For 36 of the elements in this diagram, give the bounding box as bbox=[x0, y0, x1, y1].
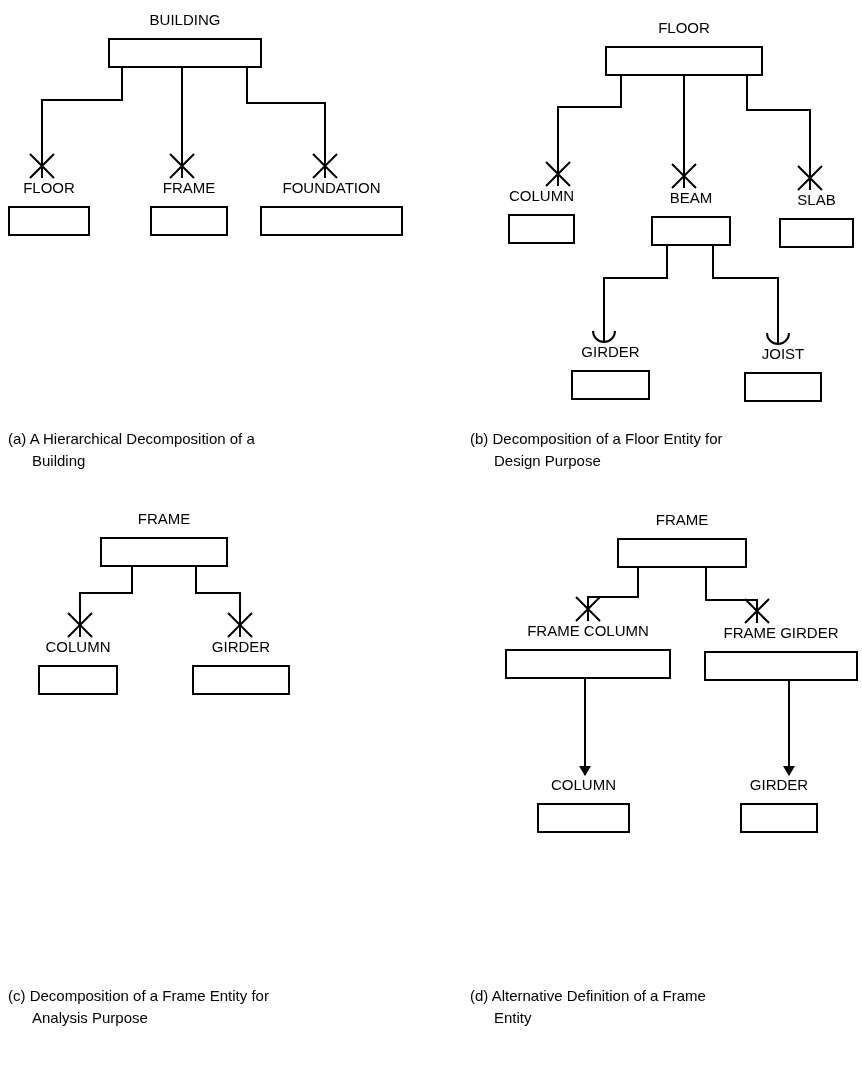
figure-caption: (d) Alternative Definition of a Frame Entity bbox=[470, 986, 707, 1028]
connector-line bbox=[67, 566, 133, 638]
entity-name: FOUNDATION bbox=[282, 178, 381, 198]
connector-line bbox=[169, 67, 195, 179]
entity-name: GIRDER bbox=[749, 775, 809, 795]
arrow bbox=[783, 680, 795, 776]
connector-line bbox=[246, 67, 338, 179]
connector-line bbox=[705, 567, 770, 624]
entity-name: FRAME GIRDER bbox=[723, 623, 839, 643]
entity-name: BUILDING bbox=[149, 10, 221, 30]
entity-name: COLUMN bbox=[45, 637, 111, 657]
connector-line bbox=[712, 245, 790, 345]
figure-caption: (b) Decomposition of a Floor Entity for Design Purpose bbox=[470, 429, 724, 471]
arrow bbox=[579, 678, 591, 776]
entity-name: GIRDER bbox=[581, 342, 640, 362]
entity-name: FLOOR bbox=[23, 178, 75, 198]
entity-name: GIRDER bbox=[211, 637, 271, 657]
entity-name: FRAME bbox=[162, 178, 216, 198]
connector-line bbox=[575, 567, 639, 622]
connector-line bbox=[29, 67, 123, 179]
connector-line bbox=[592, 245, 668, 343]
figure-caption: (c) Decomposition of a Frame Entity for Analysis Purpose bbox=[8, 986, 270, 1028]
connector-line bbox=[746, 75, 823, 191]
entity-name: FRAME bbox=[655, 510, 709, 530]
entity-name: FLOOR bbox=[658, 18, 710, 38]
connector-line bbox=[545, 75, 622, 187]
entity-name: FRAME bbox=[137, 509, 191, 529]
entity-name: SLAB bbox=[797, 190, 836, 210]
connector-line bbox=[195, 566, 253, 638]
entity-name: JOIST bbox=[761, 344, 805, 364]
entity-name: COLUMN bbox=[551, 775, 616, 795]
entity-name: FRAME COLUMN bbox=[527, 621, 649, 641]
figure-caption: (a) A Hierarchical Decomposition of a Building bbox=[8, 429, 256, 471]
entity-name: BEAM bbox=[669, 188, 713, 208]
connector-line bbox=[671, 75, 697, 189]
entity-name: COLUMN bbox=[509, 186, 574, 206]
